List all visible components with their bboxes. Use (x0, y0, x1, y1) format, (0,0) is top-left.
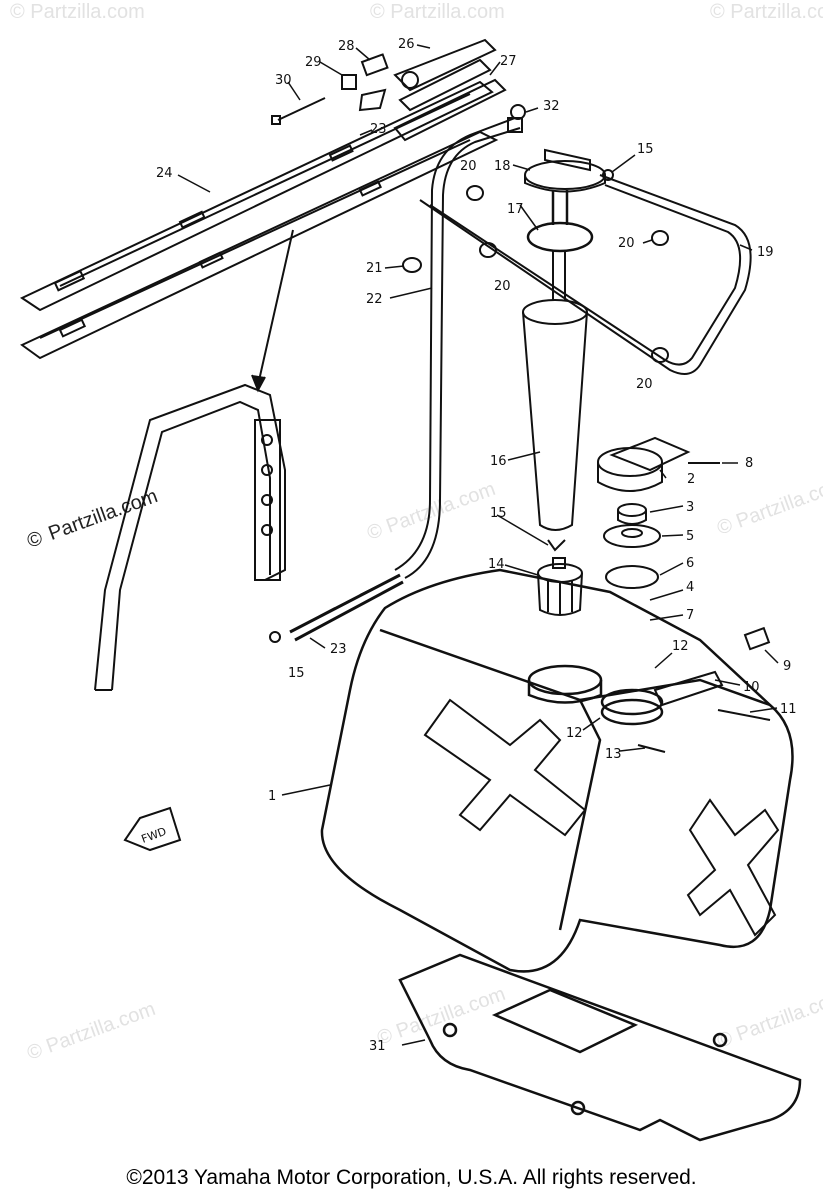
watermark-text: © Partzilla.com (710, 1, 823, 23)
callout-20d: 20 (636, 377, 653, 392)
callout-14: 14 (488, 557, 505, 572)
callout-24: 24 (156, 166, 173, 181)
callout-10: 10 (743, 680, 760, 695)
clip-28 (360, 53, 389, 77)
callout-20a: 20 (460, 159, 477, 174)
bracket-10 (653, 670, 724, 707)
breather-hose-19 (419, 174, 752, 375)
bracket-27 (393, 58, 507, 142)
callout-9: 9 (783, 659, 791, 674)
rod-11 (717, 709, 771, 721)
callout-12b: 12 (566, 726, 583, 741)
mounting-strap-24 (19, 80, 494, 312)
fwd-arrow: FWD (123, 806, 182, 852)
watermark-text: © Partzilla.com (374, 983, 508, 1050)
callout-1: 1 (268, 789, 276, 804)
callout-23a: 23 (330, 642, 347, 657)
callout-31: 31 (369, 1039, 386, 1054)
clamp-20 (466, 185, 669, 363)
callout-20b: 20 (494, 279, 511, 294)
callout-17: 17 (507, 202, 524, 217)
watermark-text: © Partzilla.com (714, 473, 823, 540)
strainer-14 (537, 557, 583, 616)
watermark-text: © Partzilla.com (714, 986, 823, 1053)
callout-2: 2 (687, 472, 695, 487)
mounting-strap-25 (20, 130, 499, 360)
callout-15c: 15 (288, 666, 305, 681)
knob-9 (743, 626, 771, 651)
tank-frame (94, 383, 286, 691)
gasket-6 (605, 565, 659, 589)
callout-23b: 23 (370, 122, 387, 137)
callout-5: 5 (686, 529, 694, 544)
callout-15b: 15 (637, 142, 654, 157)
callout-13: 13 (605, 747, 622, 762)
callout-27: 27 (500, 54, 517, 69)
spacer-29 (341, 74, 387, 112)
clamp-21 (402, 257, 422, 273)
gasket-17 (526, 190, 594, 253)
callout-28: 28 (338, 39, 355, 54)
callout-16: 16 (490, 454, 507, 469)
clip-15 (269, 169, 614, 643)
callout-30: 30 (275, 73, 292, 88)
callout-22: 22 (366, 292, 383, 307)
fuel-tank-1 (320, 568, 794, 973)
callouts: 1 2 3 4 5 6 7 8 9 10 11 12 12 13 14 15 1… (156, 37, 797, 1054)
callout-26: 26 (398, 37, 415, 52)
watermark-text: © Partzilla.com (10, 1, 145, 23)
callout-6: 6 (686, 556, 694, 571)
watermark-text-dark: ©Partzilla.com (24, 485, 160, 553)
fitting-32 (507, 104, 526, 133)
watermark-text: © Partzilla.com (24, 998, 158, 1065)
washer-5 (603, 524, 661, 548)
callout-18: 18 (494, 159, 511, 174)
callout-7: 7 (686, 608, 694, 623)
pin-13 (637, 744, 666, 753)
filter-tube-16 (522, 250, 588, 552)
cap-2 (597, 436, 691, 492)
fwd-label: FWD (140, 825, 169, 846)
callout-29: 29 (305, 55, 322, 70)
vent-hose-23 (289, 573, 404, 642)
retainer-3 (617, 503, 647, 525)
callout-32: 32 (543, 99, 560, 114)
callout-20c: 20 (618, 236, 635, 251)
callout-19: 19 (757, 245, 774, 260)
watermark-text: © Partzilla.com (364, 478, 498, 545)
callout-8: 8 (745, 456, 753, 471)
callout-15a: 15 (490, 506, 507, 521)
watermark-text: © Partzilla.com (370, 1, 505, 23)
protector-plate-31 (398, 953, 802, 1142)
callout-11: 11 (780, 702, 797, 717)
callout-3: 3 (686, 500, 694, 515)
buckle-26 (393, 38, 497, 92)
fuel-hose-22 (394, 117, 521, 579)
bolt-30 (271, 97, 326, 125)
cap-18 (524, 148, 606, 193)
callout-12a: 12 (672, 639, 689, 654)
copyright-notice: ©2013 Yamaha Motor Corporation, U.S.A. A… (126, 1166, 697, 1189)
callout-21: 21 (366, 261, 383, 276)
callout-4: 4 (686, 580, 694, 595)
leader-lines (177, 44, 779, 1046)
